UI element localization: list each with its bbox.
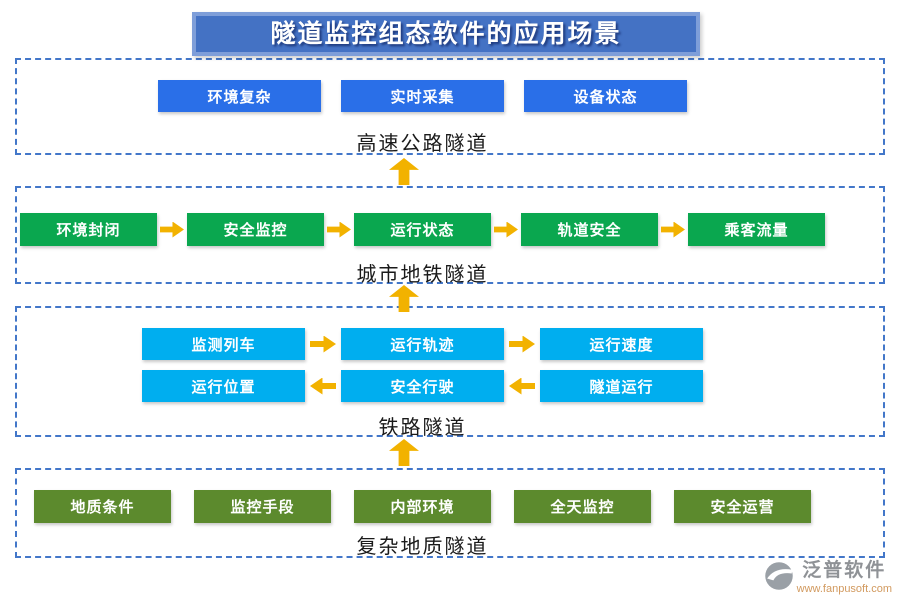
arrow-right-icon xyxy=(160,221,184,238)
railway-feature-row-2: 运行位置 安全行驶 隧道运行 xyxy=(142,370,703,402)
feature-node: 监控手段 xyxy=(194,490,331,523)
feature-node: 环境封闭 xyxy=(20,213,157,246)
arrow-right-icon xyxy=(661,221,685,238)
title-banner-inner: 隧道监控组态软件的应用场景 xyxy=(196,16,696,52)
vendor-url: www.fanpusoft.com xyxy=(796,583,892,595)
section-railway-tunnel: 监测列车 运行轨迹 运行速度 运行位置 安全行驶 隧道运行 铁路隧道 xyxy=(15,306,885,439)
page-title: 隧道监控组态软件的应用场景 xyxy=(270,20,622,48)
section-highway-tunnel: 环境复杂 实时采集 设备状态 高速公路隧道 xyxy=(15,58,885,155)
feature-node: 监测列车 xyxy=(142,328,305,360)
feature-node: 设备状态 xyxy=(524,80,687,112)
vendor-logo-text: 泛普软件 www.fanpusoft.com xyxy=(797,559,892,595)
feature-node: 环境复杂 xyxy=(158,80,321,112)
feature-node: 乘客流量 xyxy=(688,213,825,246)
feature-node: 运行速度 xyxy=(540,328,703,360)
feature-node: 内部环境 xyxy=(354,490,491,523)
section-label-geology: 复杂地质隧道 xyxy=(356,536,489,558)
feature-node: 地质条件 xyxy=(34,490,171,523)
feature-node: 运行状态 xyxy=(354,213,491,246)
arrow-right-icon xyxy=(310,335,336,353)
metro-feature-row: 环境封闭 安全监控 运行状态 轨道安全 乘客流量 xyxy=(20,213,825,246)
feature-node: 轨道安全 xyxy=(521,213,658,246)
section-label-highway: 高速公路隧道 xyxy=(356,133,489,155)
feature-node: 隧道运行 xyxy=(540,370,703,402)
arrow-right-icon xyxy=(327,221,351,238)
feature-node: 实时采集 xyxy=(341,80,504,112)
feature-node: 运行轨迹 xyxy=(341,328,504,360)
section-label-metro: 城市地铁隧道 xyxy=(356,264,489,286)
vendor-logo: 泛普软件 www.fanpusoft.com xyxy=(764,559,892,595)
feature-node: 安全监控 xyxy=(187,213,324,246)
arrow-up-icon xyxy=(389,439,419,466)
feature-node: 安全行驶 xyxy=(341,370,504,402)
fanpu-logo-icon xyxy=(764,562,793,590)
highway-feature-row: 环境复杂 实时采集 设备状态 xyxy=(158,80,687,112)
vendor-name: 泛普软件 xyxy=(802,560,887,581)
feature-node: 安全运营 xyxy=(674,490,811,523)
arrow-up-icon xyxy=(389,158,419,185)
arrow-left-icon xyxy=(509,377,535,395)
railway-feature-row-1: 监测列车 运行轨迹 运行速度 xyxy=(142,328,703,360)
feature-node: 运行位置 xyxy=(142,370,305,402)
section-label-railway: 铁路隧道 xyxy=(378,417,467,439)
arrow-right-icon xyxy=(494,221,518,238)
arrow-left-icon xyxy=(310,377,336,395)
title-banner: 隧道监控组态软件的应用场景 xyxy=(192,12,700,56)
arrow-right-icon xyxy=(509,335,535,353)
geology-feature-row: 地质条件 监控手段 内部环境 全天监控 安全运营 xyxy=(34,490,811,523)
section-metro-tunnel: 环境封闭 安全监控 运行状态 轨道安全 乘客流量 城市地铁隧道 xyxy=(15,186,885,286)
section-geology-tunnel: 地质条件 监控手段 内部环境 全天监控 安全运营 复杂地质隧道 xyxy=(15,468,885,558)
feature-node: 全天监控 xyxy=(514,490,651,523)
